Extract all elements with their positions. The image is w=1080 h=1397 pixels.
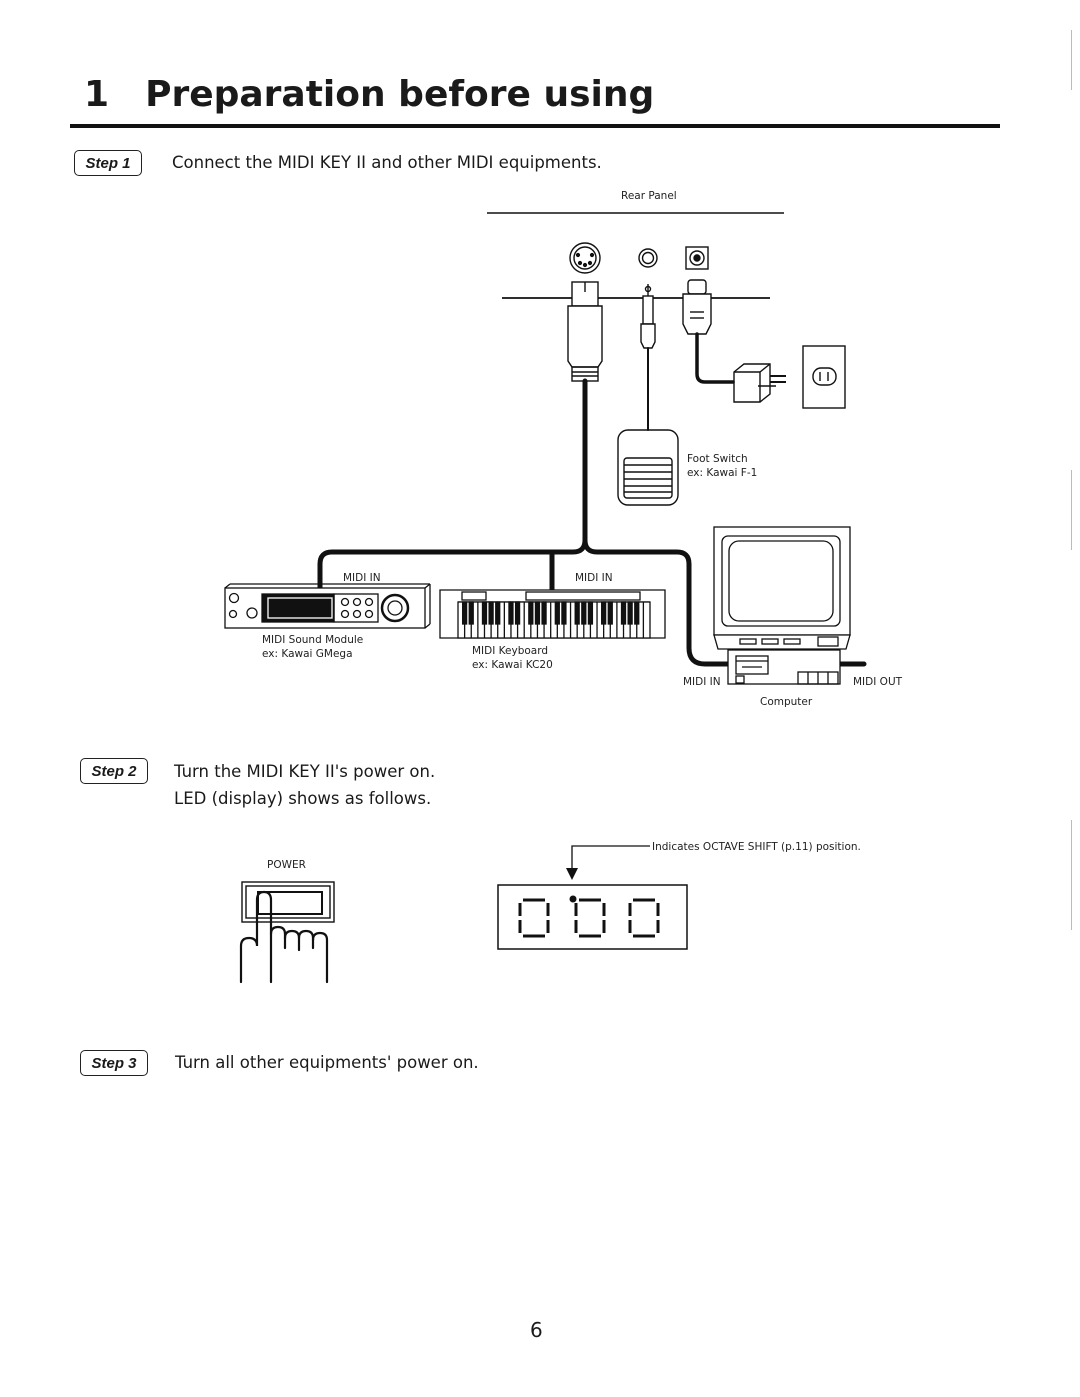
power-label: POWER xyxy=(267,859,306,871)
keyboard-keys xyxy=(461,601,645,638)
cable-to-computer-in xyxy=(582,537,737,667)
black-key xyxy=(514,601,521,625)
keyboard-example: ex: Kawai KC20 xyxy=(472,659,553,671)
sound-module-label: MIDI Sound Module xyxy=(262,634,364,646)
black-key xyxy=(508,601,514,625)
computer-midi-in-label: MIDI IN xyxy=(683,676,721,688)
foot-switch-pedal-icon xyxy=(617,429,679,506)
dc-in-jack-icon xyxy=(685,246,709,270)
computer-label: Computer xyxy=(760,696,813,708)
led-display-icon xyxy=(497,845,688,950)
black-key xyxy=(561,601,567,625)
foot-switch-jack-icon xyxy=(638,248,658,268)
sound-module-port-label: MIDI IN xyxy=(343,572,381,584)
ac-adapter-icon xyxy=(733,363,786,403)
foot-switch-label: Foot Switch xyxy=(687,453,748,465)
black-key xyxy=(481,601,488,625)
black-key xyxy=(461,601,468,625)
rear-panel-label: Rear Panel xyxy=(621,190,677,202)
midi-plug-icon xyxy=(567,281,603,382)
led-digit-zero xyxy=(574,898,606,938)
step-3-badge: Step 3 xyxy=(80,1050,148,1076)
foot-switch-example: ex: Kawai F-1 xyxy=(687,467,758,479)
dc-cable xyxy=(695,332,735,384)
dc-plug-icon xyxy=(682,279,712,335)
black-key xyxy=(620,601,627,625)
led-dot xyxy=(569,895,577,903)
step-1-text: Connect the MIDI KEY II and other MIDI e… xyxy=(172,153,602,172)
section-number: 1 xyxy=(84,74,110,115)
power-switch-icon xyxy=(241,881,335,923)
black-key xyxy=(541,601,547,625)
title-rule xyxy=(70,124,1000,128)
black-key xyxy=(468,601,474,625)
black-key xyxy=(488,601,494,625)
step-2-text-line-1: Turn the MIDI KEY II's power on. xyxy=(174,762,436,781)
octave-indicator-pointer xyxy=(571,845,650,868)
scan-edge-mark xyxy=(1071,30,1072,90)
black-key xyxy=(495,601,501,625)
black-key xyxy=(581,601,587,625)
midi-din-jack-icon xyxy=(569,242,601,274)
black-key xyxy=(554,601,560,625)
black-key xyxy=(607,601,613,625)
black-key xyxy=(601,601,607,625)
section-title: Preparation before using xyxy=(145,74,655,115)
page-title: 1 Preparation before using xyxy=(84,74,654,115)
keyboard-label: MIDI Keyboard xyxy=(472,645,549,657)
black-key xyxy=(528,601,534,625)
step-2-badge: Step 2 xyxy=(80,758,148,784)
black-key xyxy=(587,601,594,625)
octave-shift-note: Indicates OCTAVE SHIFT (p.11) position. xyxy=(652,841,861,853)
step-2-text-line-2: LED (display) shows as follows. xyxy=(174,789,432,808)
page-number: 6 xyxy=(530,1318,543,1342)
step-1-badge: Step 1 xyxy=(74,150,142,176)
scan-edge-mark xyxy=(1071,470,1072,550)
black-key xyxy=(634,601,640,625)
computer-icon xyxy=(713,526,851,685)
computer-midi-out-label: MIDI OUT xyxy=(853,676,903,688)
black-key xyxy=(627,601,633,625)
step-3-text: Turn all other equipments' power on. xyxy=(175,1053,479,1072)
black-key xyxy=(574,601,580,625)
sound-module-example: ex: Kawai GMega xyxy=(262,648,353,660)
wall-outlet-icon xyxy=(802,345,846,409)
sound-module-icon xyxy=(224,583,431,629)
scan-edge-mark xyxy=(1071,820,1072,930)
cable-to-sound-module xyxy=(317,378,588,597)
pointing-hand-icon xyxy=(239,890,329,984)
keyboard-port-label: MIDI IN xyxy=(575,572,613,584)
led-digit-zero xyxy=(628,898,660,938)
led-digits xyxy=(518,898,660,938)
midi-keyboard-icon xyxy=(439,589,666,639)
black-key xyxy=(534,601,541,625)
phone-plug-icon xyxy=(640,284,656,349)
led-digit-zero xyxy=(518,898,550,938)
